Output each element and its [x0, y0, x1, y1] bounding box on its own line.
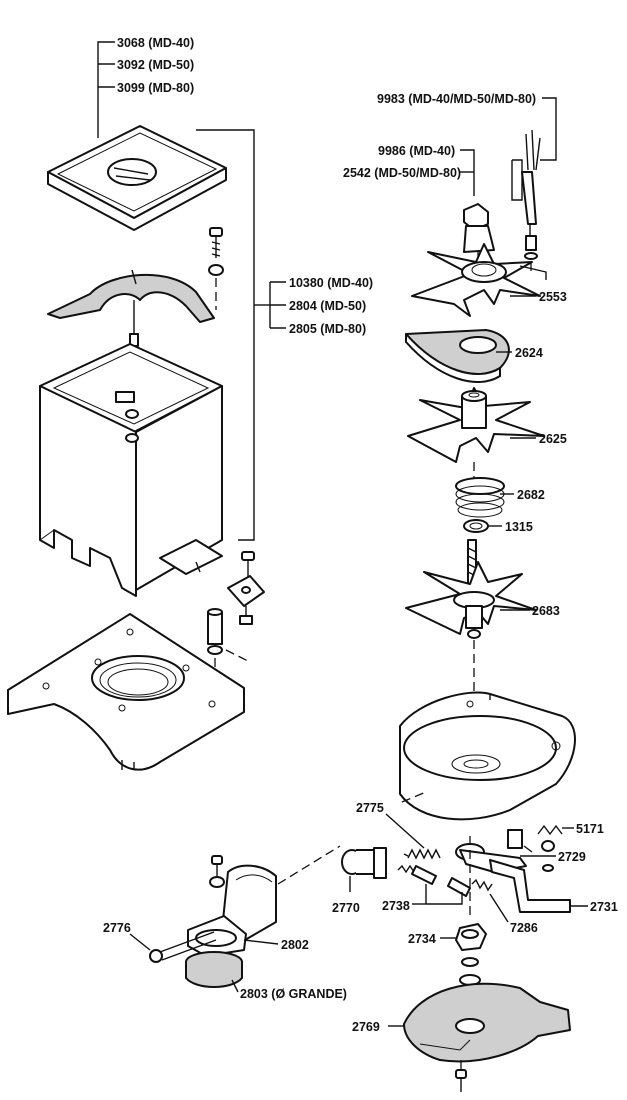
spring-5171 [537, 824, 574, 852]
label-2542: 2542 (MD-50/MD-80) [343, 166, 461, 180]
disc-2624 [405, 329, 512, 384]
label-2776: 2776 [103, 921, 131, 935]
switch-leaders [460, 97, 557, 196]
label-2770: 2770 [332, 901, 360, 915]
label-3099: 3099 (MD-80) [117, 81, 194, 95]
label-3068: 3068 (MD-40) [117, 36, 194, 50]
hopper-box [39, 343, 223, 597]
ring-2803 [185, 951, 243, 993]
star-wheel-2683 [405, 539, 537, 639]
bottom-plate-2769 [388, 982, 571, 1092]
lever-arm-2731 [489, 859, 588, 913]
chute-2802 [187, 855, 279, 957]
label-9983: 9983 (MD-40/MD-50/MD-80) [377, 92, 536, 106]
label-5171: 5171 [576, 822, 604, 836]
label-2682: 2682 [517, 488, 545, 502]
leader-2775 [385, 813, 425, 849]
label-2624: 2624 [515, 346, 543, 360]
label-2803: 2803 (Ø GRANDE) [240, 987, 347, 1001]
funnel-screw [208, 227, 224, 310]
base-plate [7, 613, 245, 771]
micro-switch [511, 129, 541, 272]
label-7286: 7286 [510, 921, 538, 935]
spring-2682 [455, 477, 514, 518]
label-1315: 1315 [505, 520, 533, 534]
hopper-group-bracket [196, 129, 286, 541]
pin-2770 [341, 847, 387, 892]
label-2625: 2625 [539, 432, 567, 446]
clip-1315 [463, 519, 502, 533]
label-2804: 2804 (MD-50) [289, 299, 366, 313]
lid-label-leaders [97, 41, 115, 138]
star-wheel-2625 [407, 387, 545, 463]
leader-7286 [489, 893, 509, 923]
adjust-knob [463, 203, 495, 262]
bolt-2776 [129, 931, 217, 963]
label-2805: 2805 (MD-80) [289, 322, 366, 336]
label-3092: 3092 (MD-50) [117, 58, 194, 72]
label-2729: 2729 [558, 850, 586, 864]
spring-2775 [403, 848, 441, 860]
label-2683: 2683 [532, 604, 560, 618]
label-2775: 2775 [356, 801, 384, 815]
nut-2734 [440, 923, 487, 986]
hopper-lid [47, 125, 227, 231]
label-2731: 2731 [590, 900, 618, 914]
pins-2738 [397, 864, 493, 905]
chute-axis-line [277, 791, 427, 885]
hopper-bowl [399, 691, 576, 821]
label-2802: 2802 [281, 938, 309, 952]
mounting-screw-set [227, 551, 265, 625]
label-2553: 2553 [539, 290, 567, 304]
label-2734: 2734 [408, 932, 436, 946]
label-2769: 2769 [352, 1020, 380, 1034]
label-9986: 9986 (MD-40) [378, 144, 455, 158]
label-2738: 2738 [382, 899, 410, 913]
star-wheel-2553 [411, 243, 547, 317]
label-10380: 10380 (MD-40) [289, 276, 373, 290]
